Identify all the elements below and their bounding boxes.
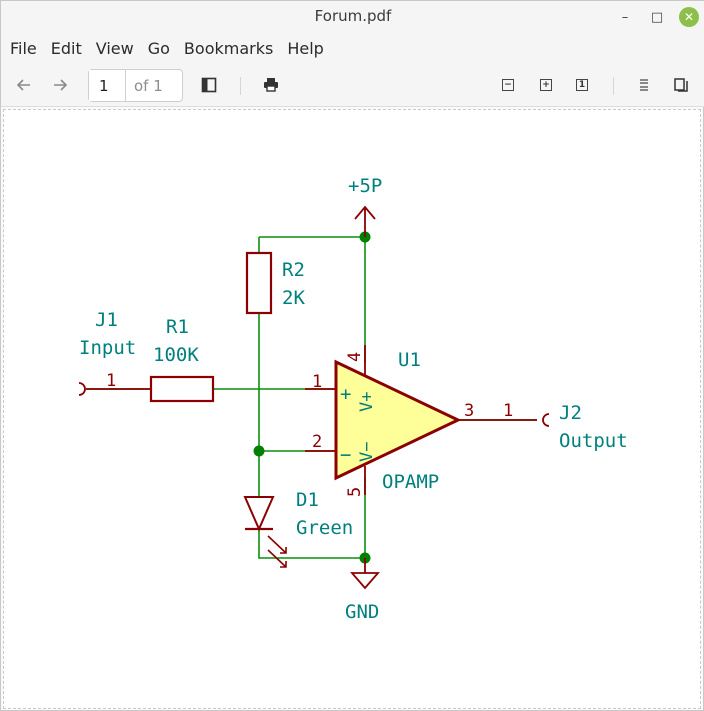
r2-ref: R2	[282, 259, 305, 281]
resistor-r2	[245, 251, 273, 315]
sidebar-toggle-icon[interactable]	[199, 73, 219, 97]
opamp-minus-sign: −	[340, 444, 351, 466]
window-title: Forum.pdf	[314, 7, 392, 25]
connector-j1	[78, 382, 86, 396]
menu-go[interactable]: Go	[147, 38, 170, 58]
ground-symbol	[350, 558, 380, 590]
opamp-pin2: 2	[312, 432, 322, 452]
wire-bottom	[258, 529, 365, 559]
connector-j2	[542, 413, 550, 427]
page-count-label: of 1	[134, 76, 163, 95]
opamp-plus-sign: +	[340, 383, 351, 405]
r1-value: 100K	[153, 344, 199, 366]
toolbar-separator	[613, 77, 614, 95]
r2-value: 2K	[282, 287, 305, 309]
zoom-in-icon[interactable]: +	[536, 73, 556, 97]
j1-ref: J1	[95, 309, 118, 331]
j1-pin-number: 1	[106, 371, 116, 391]
close-button[interactable]: ✕	[679, 7, 699, 27]
minimize-button[interactable]: –	[621, 9, 629, 25]
opamp-pin1: 1	[312, 372, 322, 392]
opamp-input-pins	[305, 388, 336, 452]
j2-ref: J2	[559, 402, 582, 424]
d1-ref: D1	[296, 489, 319, 511]
continuous-icon[interactable]	[634, 73, 654, 97]
led-light-arrows	[267, 535, 287, 568]
maximize-button[interactable]: □	[650, 9, 664, 25]
toolbar: of 1 − + 1	[1, 63, 704, 107]
menu-help[interactable]: Help	[287, 38, 324, 58]
page-navigator: of 1	[88, 69, 183, 102]
title-bar: Forum.pdf – □ ✕	[1, 1, 704, 33]
d1-value: Green	[296, 517, 353, 539]
opamp-pin5: 5	[345, 487, 365, 497]
junction-dot	[253, 445, 265, 457]
menu-view[interactable]: View	[95, 38, 134, 58]
menu-bookmarks[interactable]: Bookmarks	[183, 38, 274, 58]
page-number-input[interactable]	[89, 70, 126, 101]
j2-pin-number: 1	[503, 401, 513, 421]
led-d1-body	[243, 496, 275, 532]
print-icon[interactable]	[261, 73, 281, 97]
zoom-fit-icon[interactable]: 1	[572, 73, 592, 97]
power-symbol	[354, 205, 376, 237]
zoom-out-icon[interactable]: −	[498, 73, 518, 97]
r1-ref: R1	[166, 316, 189, 338]
forward-arrow-icon[interactable]	[49, 73, 71, 97]
opamp-value: OPAMP	[382, 471, 439, 493]
j1-value: Input	[79, 337, 136, 359]
opamp-vpos-label: V+	[357, 392, 377, 412]
back-arrow-icon[interactable]	[13, 73, 35, 97]
ground-label: GND	[345, 601, 379, 623]
opamp-vneg-label: V−	[357, 442, 377, 462]
power-label: +5P	[348, 175, 382, 197]
opamp-pin3: 3	[464, 401, 474, 421]
opamp-ref: U1	[398, 349, 421, 371]
j2-value: Output	[559, 430, 628, 452]
dual-page-icon[interactable]	[671, 73, 691, 97]
opamp-u1-body	[334, 359, 462, 481]
opamp-pin4: 4	[345, 352, 365, 362]
menu-file[interactable]: File	[10, 38, 37, 58]
menu-bar: File Edit View Go Bookmarks Help	[1, 33, 704, 63]
menu-edit[interactable]: Edit	[50, 38, 82, 58]
resistor-r1	[149, 375, 215, 403]
toolbar-separator	[240, 77, 241, 95]
